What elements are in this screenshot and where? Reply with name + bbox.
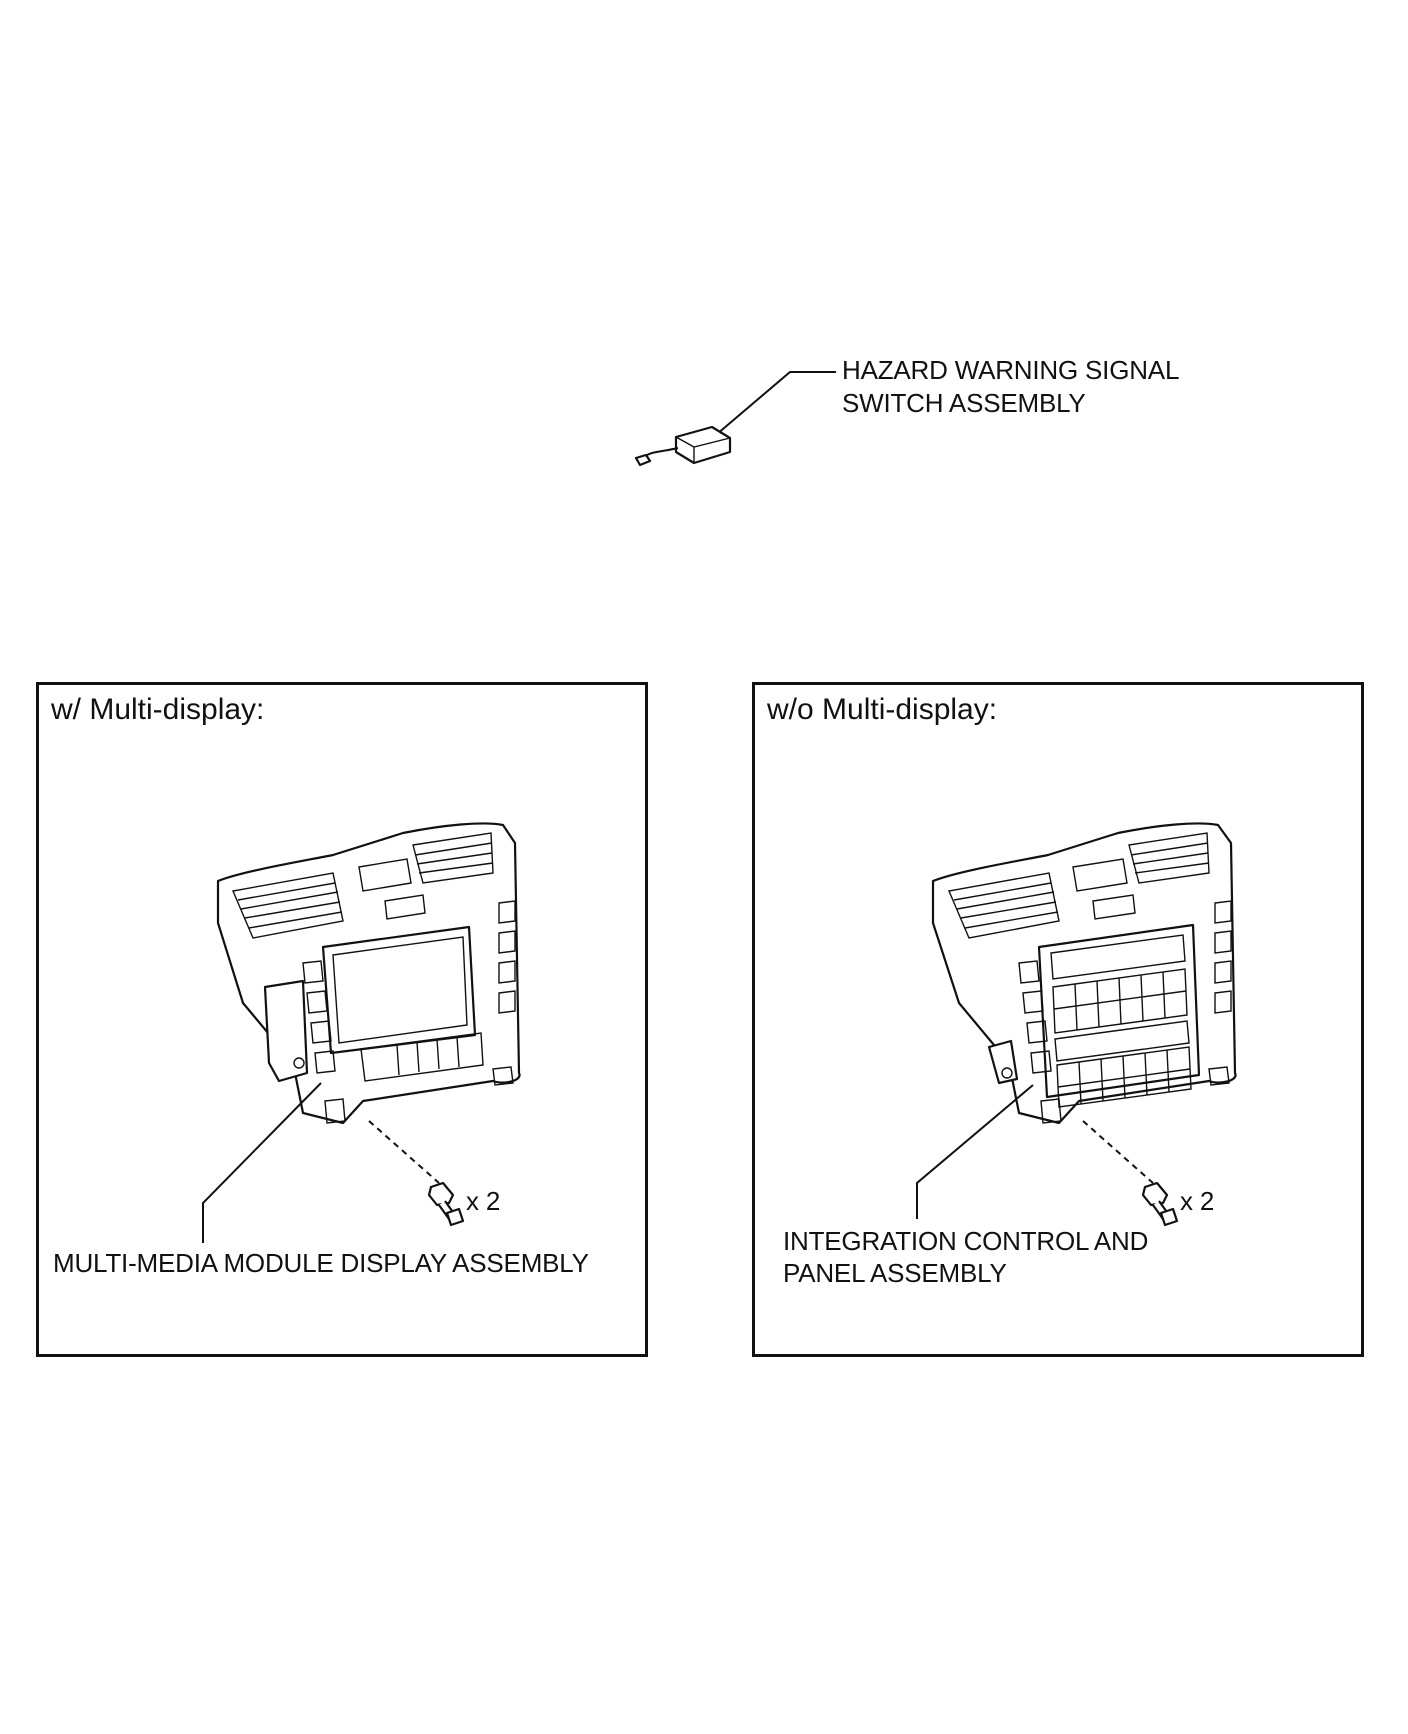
- hazard-leader-line: [709, 371, 836, 441]
- panel-left-title: w/ Multi-display:: [51, 693, 265, 726]
- multimedia-label: MULTI-MEDIA MODULE DISPLAY ASSEMBLY: [53, 1248, 589, 1278]
- integration-assembly-drawing: [916, 822, 1237, 1227]
- bolt-icon-right: [1141, 1181, 1179, 1227]
- bolt-dashed-line-left: [368, 1120, 440, 1184]
- bolt-icon-left: [427, 1181, 465, 1227]
- hazard-switch-label-line1: HAZARD WARNING SIGNAL: [842, 355, 1180, 385]
- hazard-switch-label-line2: SWITCH ASSEMBLY: [842, 388, 1086, 418]
- integration-label-line2: PANEL ASSEMBLY: [783, 1258, 1007, 1288]
- hazard-switch-icon: [634, 425, 732, 467]
- panel-right-title: w/o Multi-display:: [767, 693, 998, 726]
- bolt-dashed-line-right: [1082, 1120, 1154, 1184]
- bolt-qty-right: x 2: [1180, 1186, 1215, 1216]
- panel-without-multi-display: w/o Multi-display:: [752, 682, 1364, 1357]
- panel-with-multi-display: w/ Multi-display:: [36, 682, 648, 1357]
- integration-leader-line: [916, 1084, 1034, 1219]
- multimedia-leader-line: [202, 1082, 322, 1243]
- multimedia-assembly-drawing: [202, 822, 521, 1243]
- integration-label-line1: INTEGRATION CONTROL AND: [783, 1226, 1149, 1256]
- bolt-qty-left: x 2: [466, 1186, 501, 1216]
